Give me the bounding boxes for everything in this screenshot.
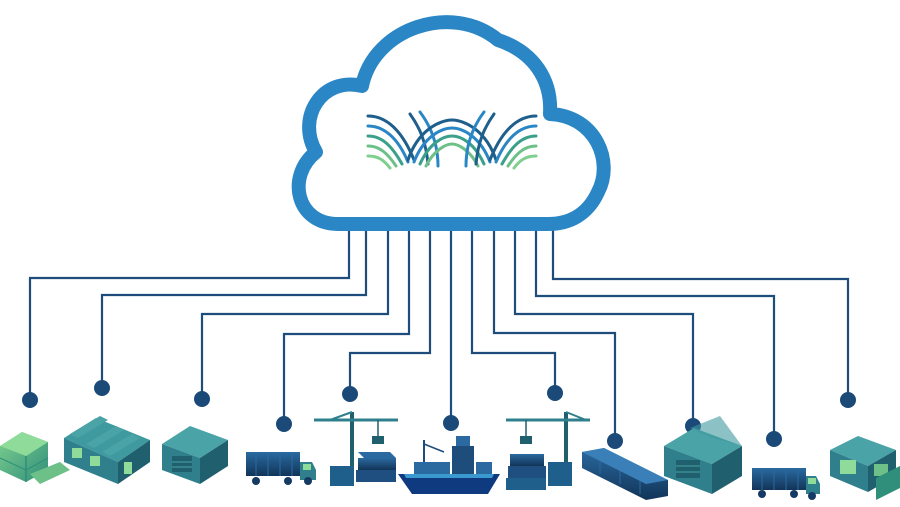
connector-line — [513, 228, 695, 425]
connector-line — [492, 228, 617, 440]
connector-dot — [547, 385, 563, 401]
connector-lines — [28, 228, 850, 440]
connector-dot — [443, 415, 459, 431]
logistics-nodes — [0, 411, 900, 500]
delivery-truck-icon — [752, 468, 820, 500]
connector-line — [551, 228, 850, 400]
connector-dot — [342, 386, 358, 402]
connector-dot — [22, 392, 38, 408]
connector-dot — [94, 380, 110, 396]
connector-line — [282, 228, 411, 424]
cargo-ship-icon — [398, 436, 500, 494]
port-crane-containers-icon — [506, 411, 590, 490]
cloud-outline — [291, 15, 611, 231]
storage-warehouse-icon — [830, 436, 900, 500]
warehouse-icon — [664, 416, 742, 494]
cloud-hub — [291, 15, 611, 231]
port-crane-containers-icon — [314, 411, 398, 486]
freight-train-icon — [582, 448, 668, 500]
connector-dots — [22, 380, 856, 449]
connector-dot — [194, 391, 210, 407]
warehouse-icon — [162, 426, 228, 484]
connector-line — [348, 228, 432, 393]
wave-arches-logo-icon — [366, 110, 538, 170]
connector-dot — [766, 431, 782, 447]
connector-dot — [840, 392, 856, 408]
connector-dot — [607, 433, 623, 449]
connector-line — [534, 228, 776, 438]
connector-dot — [276, 416, 292, 432]
connector-line — [200, 228, 390, 398]
connector-line — [28, 228, 351, 398]
delivery-truck-icon — [246, 452, 316, 485]
factory-building-icon — [64, 416, 150, 484]
connector-line — [470, 228, 557, 393]
pallets-icon — [0, 432, 70, 484]
connector-line — [100, 228, 368, 388]
